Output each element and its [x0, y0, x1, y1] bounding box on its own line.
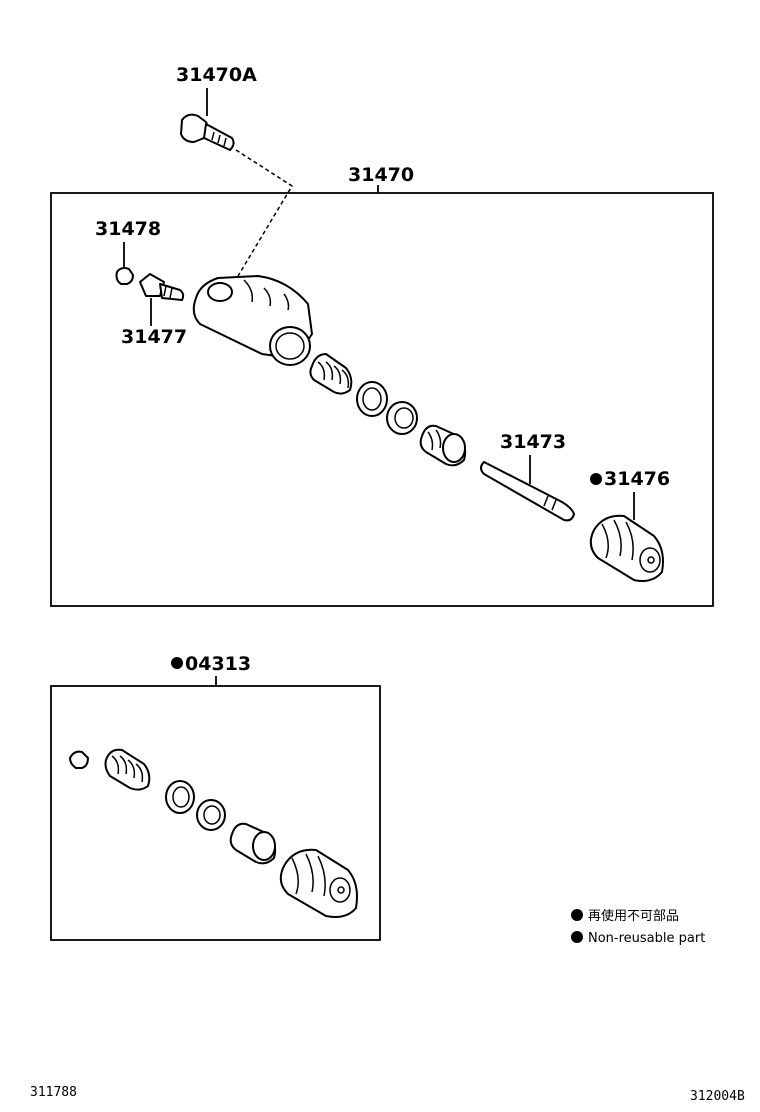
kit-cup-2-part — [196, 799, 226, 831]
bleeder-plug-part — [139, 273, 185, 301]
spring-part — [309, 353, 353, 395]
bolt-part — [180, 113, 235, 151]
non-reusable-dot-31476 — [590, 473, 602, 485]
push-rod-part — [480, 461, 575, 522]
label-31473: 31473 — [500, 431, 566, 453]
label-31470a: 31470A — [176, 64, 257, 86]
assembly-frame — [50, 192, 714, 607]
label-31476: 31476 — [604, 468, 670, 490]
bolt-link-dashed — [235, 149, 294, 277]
label-31470: 31470 — [348, 164, 414, 186]
label-31477: 31477 — [121, 326, 187, 348]
kit-frame — [50, 685, 381, 941]
piston-part — [419, 424, 467, 467]
kit-cup-1-part — [165, 780, 195, 814]
legend-dot-jp — [571, 909, 583, 921]
boot-part — [589, 514, 664, 582]
bleeder-cap-part — [115, 267, 134, 285]
cylinder-body-part — [192, 275, 313, 366]
label-31478: 31478 — [95, 218, 161, 240]
footer-left-code: 311788 — [30, 1085, 77, 1100]
legend-dot-en — [571, 931, 583, 943]
label-04313: 04313 — [185, 653, 251, 675]
legend-en: Non-reusable part — [588, 931, 705, 946]
kit-spring-part — [104, 748, 151, 791]
non-reusable-dot-04313 — [171, 657, 183, 669]
kit-piston-part — [229, 822, 277, 865]
piston-cup-1-part — [356, 381, 388, 417]
footer-right-code: 312004B — [690, 1089, 745, 1104]
piston-cup-2-part — [386, 401, 418, 435]
kit-boot-part — [279, 848, 358, 918]
legend-jp: 再使用不可部品 — [588, 908, 679, 924]
kit-cap-part — [69, 750, 89, 769]
